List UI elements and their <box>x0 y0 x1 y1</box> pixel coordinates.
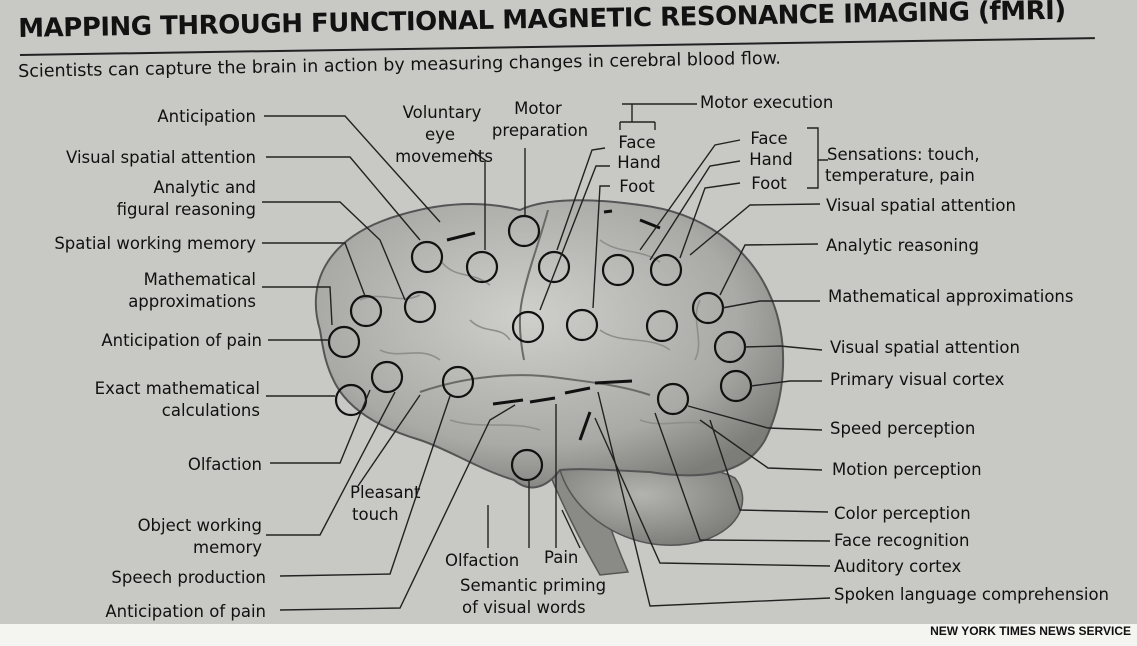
label-motor-preparation-line1: Motor <box>514 99 562 118</box>
label-voluntary-eye-line1: Voluntary <box>403 103 482 122</box>
label-anticipation-of-pain: Anticipation of pain <box>101 331 262 350</box>
label-primary-visual-cortex: Primary visual cortex <box>830 370 1005 389</box>
label-color-perception: Color perception <box>834 504 971 523</box>
label-motor-hand: Hand <box>617 153 660 172</box>
label-visual-spatial-attention-right1: Visual spatial attention <box>826 196 1016 215</box>
label-exact-math-line2: calculations <box>162 401 260 420</box>
label-spatial-working-memory: Spatial working memory <box>54 234 256 253</box>
label-voluntary-eye-line2: eye <box>425 125 455 144</box>
label-speed-perception: Speed perception <box>830 419 975 438</box>
label-object-working-memory-line1: Object working <box>138 516 262 535</box>
label-olfaction-bottom: Olfaction <box>445 551 519 570</box>
label-math-approx-line2: approximations <box>128 292 256 311</box>
label-object-working-memory-line2: memory <box>193 538 262 557</box>
label-semantic-priming-line2: of visual words <box>462 598 586 617</box>
label-sensations-line2: temperature, pain <box>825 166 975 185</box>
label-visual-spatial-attention-right2: Visual spatial attention <box>830 338 1020 357</box>
label-pleasant-touch-line2: touch <box>352 505 399 524</box>
label-motor-face: Face <box>618 133 655 152</box>
label-sensation-face: Face <box>750 129 787 148</box>
label-motor-execution: Motor execution <box>700 93 833 112</box>
label-math-approx-right: Mathematical approximations <box>828 287 1073 306</box>
label-motion-perception: Motion perception <box>832 460 982 479</box>
label-exact-math-line1: Exact mathematical <box>95 379 260 398</box>
label-pleasant-touch-line1: Pleasant <box>350 483 421 502</box>
label-math-approx-line1: Mathematical <box>144 270 256 289</box>
label-anticipation-of-pain-bottom: Anticipation of pain <box>105 602 266 621</box>
label-olfaction: Olfaction <box>188 455 262 474</box>
label-face-recognition: Face recognition <box>834 531 969 550</box>
label-sensation-hand: Hand <box>749 150 792 169</box>
credit-line: NEW YORK TIMES NEWS SERVICE <box>930 624 1131 638</box>
label-spoken-language: Spoken language comprehension <box>834 585 1109 604</box>
label-analytic-figural-line2: figural reasoning <box>117 200 256 219</box>
label-sensations-line1: Sensations: touch, <box>827 145 980 164</box>
label-semantic-priming-line1: Semantic priming <box>460 576 606 595</box>
label-motor-preparation-line2: preparation <box>492 121 588 140</box>
label-visual-spatial-attention: Visual spatial attention <box>66 148 256 167</box>
label-sensation-foot: Foot <box>751 174 787 193</box>
label-auditory-cortex: Auditory cortex <box>834 557 961 576</box>
label-analytic-figural-line1: Analytic and <box>153 178 256 197</box>
label-voluntary-eye-line3: movements <box>395 147 493 166</box>
label-pain: Pain <box>544 548 578 567</box>
label-analytic-reasoning: Analytic reasoning <box>826 236 979 255</box>
label-anticipation: Anticipation <box>157 107 256 126</box>
label-speech-production: Speech production <box>111 568 266 587</box>
label-motor-foot: Foot <box>619 177 655 196</box>
brain-diagram: Anticipation Visual spatial attention An… <box>0 0 1137 624</box>
